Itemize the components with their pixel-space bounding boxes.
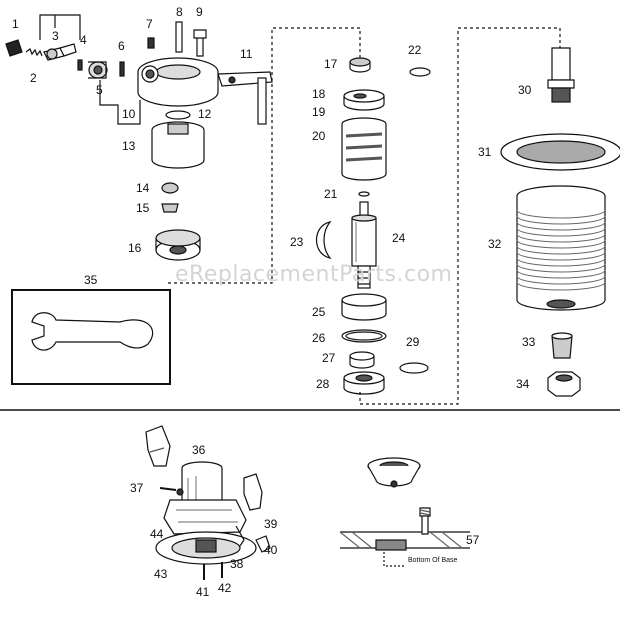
callout-14: 14 — [136, 181, 150, 195]
part-6-screw — [119, 61, 125, 77]
callout-42: 42 — [218, 581, 232, 595]
callout-3: 3 — [52, 29, 59, 43]
callout-36: 36 — [192, 443, 206, 457]
part-20-fan-body — [341, 124, 387, 181]
part-36-knob-left — [145, 425, 171, 467]
base-note-leader — [383, 552, 406, 567]
callout-30: 30 — [518, 83, 532, 97]
callout-12: 12 — [198, 107, 212, 121]
callout-33: 33 — [522, 335, 536, 349]
callout-35: 35 — [84, 273, 98, 287]
callout-25: 25 — [312, 305, 326, 319]
part-22-ring — [409, 67, 431, 77]
callout-9: 9 — [196, 5, 203, 19]
callout-22: 22 — [408, 43, 422, 57]
callout-2: 2 — [30, 71, 37, 85]
callout-43: 43 — [154, 567, 168, 581]
callout-15: 15 — [136, 201, 150, 215]
callout-20: 20 — [312, 129, 326, 143]
part-31-ring-inner — [516, 140, 606, 164]
part-32-body — [516, 196, 606, 311]
callout-40: 40 — [264, 543, 278, 557]
part-40-knob — [255, 535, 271, 553]
callout-24: 24 — [392, 231, 406, 245]
part-9-bolt — [193, 29, 207, 57]
callout-34: 34 — [516, 377, 530, 391]
callout-28: 28 — [316, 377, 330, 391]
part-27-bearing — [349, 351, 375, 361]
part-8-pin — [175, 21, 183, 53]
callout-26: 26 — [312, 331, 326, 345]
part-35-wrench — [31, 312, 154, 351]
part-5-bore — [93, 65, 103, 75]
callout-8: 8 — [176, 5, 183, 19]
part-25-bearing — [341, 293, 387, 307]
part-29-ring — [399, 362, 429, 374]
part-32-threads — [516, 209, 606, 291]
part-17-bearing — [349, 57, 371, 67]
part-4-pin — [77, 59, 83, 71]
callout-16: 16 — [128, 241, 142, 255]
router-base-housing — [163, 499, 247, 535]
part-36-knob-right — [243, 473, 263, 511]
callout-6: 6 — [118, 39, 125, 53]
callout-39: 39 — [264, 517, 278, 531]
part-3-head — [46, 48, 58, 60]
part-14-nut — [161, 182, 179, 194]
part-35-box — [11, 289, 171, 385]
callout-21: 21 — [324, 187, 338, 201]
callout-18: 18 — [312, 87, 326, 101]
part-11-lever — [257, 77, 267, 125]
part-7-setscrew — [147, 37, 155, 49]
callout-29: 29 — [406, 335, 420, 349]
part-15-collet — [161, 203, 179, 213]
part-26-ring — [341, 329, 387, 343]
callout-44: 44 — [150, 527, 164, 541]
watermark-text: eReplacementParts.com — [175, 262, 453, 287]
callout-17: 17 — [324, 57, 338, 71]
part-12-oring — [165, 110, 191, 120]
callout-37: 37 — [130, 481, 144, 495]
callout-41: 41 — [196, 585, 210, 599]
part-38-lever — [235, 525, 245, 547]
callout-10: 10 — [122, 107, 136, 121]
callout-11: 11 — [240, 47, 253, 61]
part-21-washer — [358, 191, 370, 197]
part-30-holder — [551, 47, 571, 81]
bracket-5-10 — [99, 80, 141, 125]
callout-23: 23 — [290, 235, 304, 249]
part-13-nut-body — [151, 130, 205, 169]
part-1-block — [5, 39, 23, 57]
callout-4: 4 — [80, 33, 87, 47]
callout-38: 38 — [230, 557, 244, 571]
part-2-spring — [25, 48, 43, 57]
base-note-label: Bottom Of Base — [408, 557, 458, 564]
part-10-housing-body — [137, 72, 219, 107]
callout-32: 32 — [488, 237, 502, 251]
callout-27: 27 — [322, 351, 336, 365]
callout-5: 5 — [96, 83, 103, 97]
callout-57: 57 — [466, 533, 480, 547]
callout-7: 7 — [146, 17, 153, 31]
bracket-3-4 — [39, 14, 81, 40]
callout-19: 19 — [312, 105, 326, 119]
part-23-key — [316, 221, 332, 259]
dashed-connector-left — [168, 27, 361, 284]
callout-31: 31 — [478, 145, 492, 159]
callout-1: 1 — [12, 17, 19, 31]
callout-13: 13 — [122, 139, 136, 153]
part-37-screw — [159, 487, 177, 491]
